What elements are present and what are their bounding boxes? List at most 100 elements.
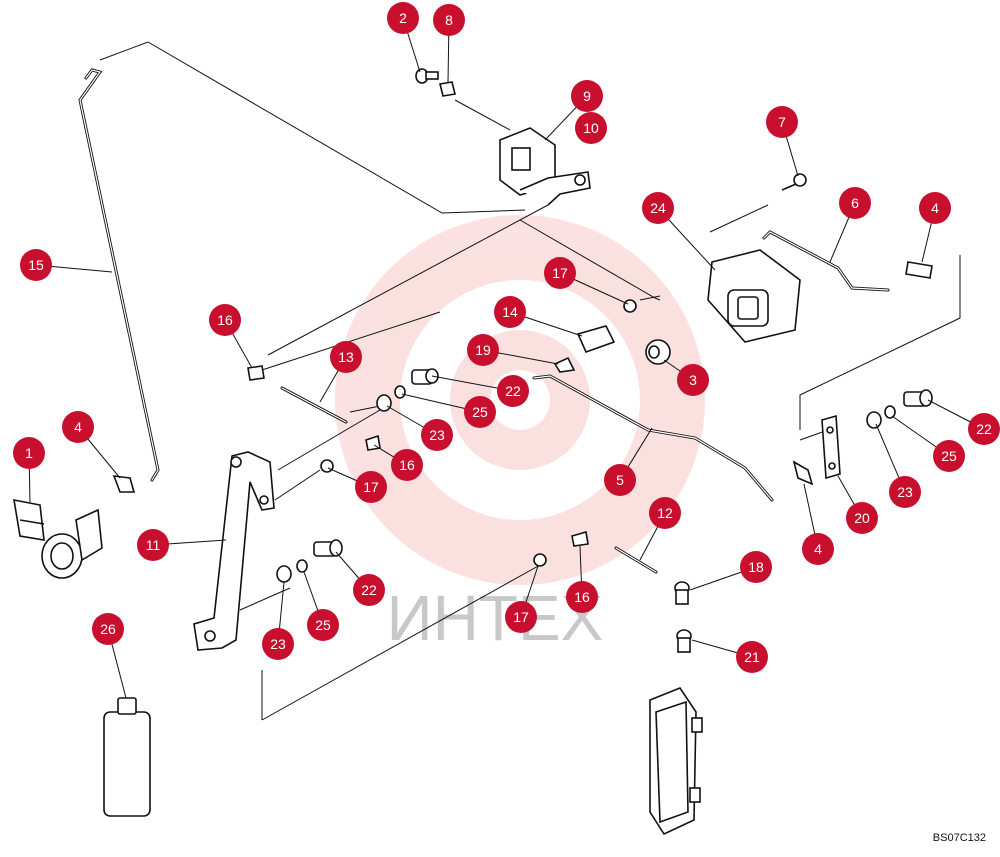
bolt-part xyxy=(903,389,933,407)
callout-marker[interactable]: 11 xyxy=(137,529,169,561)
clip-part xyxy=(112,475,136,493)
svg-text:22: 22 xyxy=(361,582,377,598)
callout-marker[interactable]: 8 xyxy=(433,4,465,36)
clip-part xyxy=(905,261,933,279)
washer-part xyxy=(866,411,882,429)
callout-marker[interactable]: 7 xyxy=(766,106,798,138)
callout-marker[interactable]: 26 xyxy=(92,613,124,645)
svg-text:4: 4 xyxy=(74,419,82,435)
callout-marker[interactable]: 16 xyxy=(209,304,241,336)
svg-text:22: 22 xyxy=(976,421,992,437)
callout-marker[interactable]: 21 xyxy=(736,641,768,673)
washer-part xyxy=(276,565,292,583)
svg-text:12: 12 xyxy=(657,505,673,521)
lubricant-bottle-part xyxy=(103,697,151,817)
bracket-part xyxy=(13,498,45,541)
pin-part xyxy=(571,530,589,547)
svg-text:18: 18 xyxy=(748,559,764,575)
lock-cylinder-part xyxy=(41,508,103,579)
svg-text:17: 17 xyxy=(552,265,568,281)
svg-text:10: 10 xyxy=(583,120,599,136)
callout-marker[interactable]: 9 xyxy=(571,80,603,112)
callout-marker[interactable]: 16 xyxy=(391,449,423,481)
callout-marker[interactable]: 4 xyxy=(919,192,951,224)
svg-text:6: 6 xyxy=(851,195,859,211)
svg-text:24: 24 xyxy=(650,200,666,216)
svg-text:19: 19 xyxy=(475,342,491,358)
threaded-rod-part xyxy=(280,386,348,424)
bolt-part xyxy=(313,539,343,557)
threaded-rod-part xyxy=(614,546,658,574)
callout-marker[interactable]: 25 xyxy=(464,396,496,428)
long-rod-part xyxy=(78,68,160,482)
svg-text:23: 23 xyxy=(270,636,286,652)
callout-marker[interactable]: 23 xyxy=(889,476,921,508)
svg-text:7: 7 xyxy=(778,114,786,130)
callout-marker[interactable]: 14 xyxy=(494,296,526,328)
callout-marker[interactable]: 17 xyxy=(355,471,387,503)
svg-text:9: 9 xyxy=(583,88,591,104)
callout-marker[interactable]: 23 xyxy=(262,628,294,660)
callout-marker[interactable]: 16 xyxy=(566,581,598,613)
inside-handle-part xyxy=(707,249,801,343)
svg-text:4: 4 xyxy=(814,541,822,557)
door-latch-part xyxy=(499,127,591,206)
pin-part xyxy=(247,365,265,381)
callout-marker[interactable]: 17 xyxy=(505,601,537,633)
callout-marker[interactable]: 1 xyxy=(13,437,45,469)
callout-marker[interactable]: 25 xyxy=(307,609,339,641)
svg-text:4: 4 xyxy=(931,200,939,216)
nut-part xyxy=(439,81,456,97)
svg-text:16: 16 xyxy=(217,312,233,328)
screw-part xyxy=(415,68,439,84)
callout-marker[interactable]: 17 xyxy=(544,257,576,289)
bushing-part xyxy=(320,459,334,473)
svg-text:22: 22 xyxy=(505,383,521,399)
svg-text:25: 25 xyxy=(472,404,488,420)
spring-washer-part xyxy=(296,559,308,573)
callout-marker[interactable]: 22 xyxy=(968,413,1000,445)
clip-part xyxy=(553,356,576,373)
svg-text:14: 14 xyxy=(502,304,518,320)
callout-marker[interactable]: 15 xyxy=(20,249,52,281)
svg-text:17: 17 xyxy=(363,479,379,495)
callout-marker[interactable]: 24 xyxy=(642,192,674,224)
callout-marker[interactable]: 19 xyxy=(467,334,499,366)
callout-marker[interactable]: 20 xyxy=(846,502,878,534)
svg-text:1: 1 xyxy=(25,445,33,461)
svg-text:20: 20 xyxy=(854,510,870,526)
callout-marker[interactable]: 22 xyxy=(353,574,385,606)
svg-text:25: 25 xyxy=(315,617,331,633)
callout-marker[interactable]: 4 xyxy=(62,411,94,443)
callout-marker[interactable]: 12 xyxy=(649,497,681,529)
callout-marker[interactable]: 6 xyxy=(839,187,871,219)
callout-marker[interactable]: 18 xyxy=(740,551,772,583)
callout-marker[interactable]: 13 xyxy=(330,341,362,373)
washer-part xyxy=(376,394,392,412)
small-lever-part xyxy=(821,414,841,480)
svg-text:26: 26 xyxy=(100,621,116,637)
callout-marker[interactable]: 3 xyxy=(677,364,709,396)
callout-marker[interactable]: 23 xyxy=(421,419,453,451)
svg-text:16: 16 xyxy=(399,457,415,473)
svg-text:2: 2 xyxy=(399,10,407,26)
callout-marker[interactable]: 2 xyxy=(387,2,419,34)
callout-marker[interactable]: 22 xyxy=(497,375,529,407)
svg-text:21: 21 xyxy=(744,649,760,665)
screw-part xyxy=(674,581,690,605)
callout-marker[interactable]: 5 xyxy=(604,464,636,496)
bushing-part xyxy=(623,299,637,313)
svg-text:15: 15 xyxy=(28,257,44,273)
link-plate-part xyxy=(576,325,616,354)
lever-arm-part xyxy=(193,451,275,651)
svg-text:23: 23 xyxy=(897,484,913,500)
callout-marker[interactable]: 10 xyxy=(575,112,607,144)
callout-marker[interactable]: 25 xyxy=(933,440,965,472)
rod-clip-part xyxy=(645,339,671,365)
clip-part xyxy=(792,460,814,486)
svg-text:5: 5 xyxy=(616,472,624,488)
spring-washer-part xyxy=(884,405,896,419)
svg-text:16: 16 xyxy=(574,589,590,605)
callout-marker[interactable]: 4 xyxy=(802,533,834,565)
